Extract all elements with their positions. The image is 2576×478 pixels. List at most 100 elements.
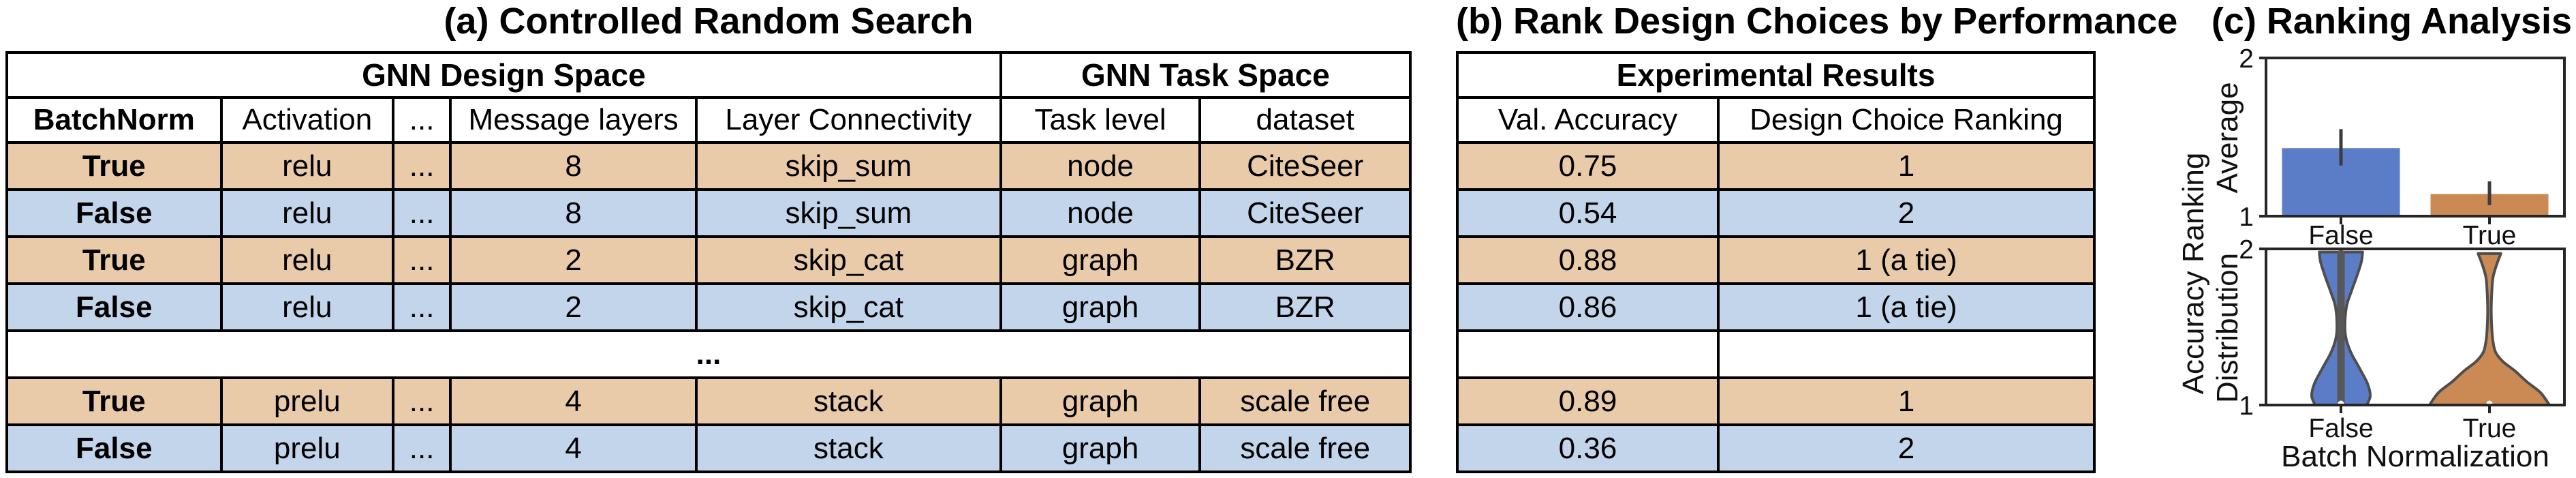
table-cell: prelu (219, 423, 395, 473)
gnn-design-space-table: GNN Design Space GNN Task Space BatchNor… (5, 51, 1412, 473)
table-cell: True (5, 376, 223, 426)
ranking-analysis-charts: 2 1 False True 2 1 False True Batch Norm… (2239, 44, 2566, 473)
table-cell: 8 (449, 141, 698, 191)
table-cell: BZR (1198, 282, 1412, 332)
table-cell: 2 (1717, 188, 2096, 238)
table-cell: skip_cat (694, 282, 1002, 332)
table-cell: 8 (449, 188, 698, 238)
table-row: BatchNorm Activation ... Message layers … (5, 96, 1412, 144)
y-tick-label: 2 (2239, 44, 2254, 74)
column-header-cell: Layer Connectivity (694, 96, 1002, 144)
table-cell: 0.88 (1456, 235, 1720, 285)
panel-a-title: (a) Controlled Random Search (444, 1, 974, 42)
table-row (1456, 329, 2096, 379)
violin-chart-frame (2265, 248, 2566, 406)
group-header-cell: GNN Design Space (5, 51, 1002, 99)
table-cell: 1 (1717, 141, 2096, 191)
table-cell: relu (219, 141, 395, 191)
y-tick-label: 1 (2239, 203, 2254, 232)
table-cell: graph (999, 423, 1202, 473)
table-cell: ... (392, 188, 452, 238)
group-header-cell: Experimental Results (1456, 51, 2096, 99)
table-cell: relu (219, 235, 395, 285)
table-cell: 0.54 (1456, 188, 1720, 238)
x-axis-label: Batch Normalization (2281, 440, 2549, 473)
table-cell: False (5, 423, 223, 473)
column-header-cell: Val. Accuracy (1456, 96, 1720, 144)
table-cell: ... (392, 423, 452, 473)
x-tick-label: False (2308, 414, 2373, 443)
table-cell: ... (392, 376, 452, 426)
x-tick-label: True (2463, 221, 2517, 250)
table-cell: ... (392, 141, 452, 191)
table-cell: True (5, 141, 223, 191)
axis-tick-marks (2259, 57, 2491, 413)
table-cell: 1 (a tie) (1717, 282, 2096, 332)
table-cell: 0.36 (1456, 423, 1720, 473)
column-header-cell: Message layers (449, 96, 698, 144)
table-row: GNN Design Space GNN Task Space (5, 51, 1412, 99)
y-tick-label: 1 (2239, 391, 2254, 421)
table-cell: scale free (1198, 376, 1412, 426)
table-cell: ... (392, 282, 452, 332)
column-header-cell: Activation (219, 96, 395, 144)
table-row: Val. Accuracy Design Choice Ranking (1456, 96, 2096, 144)
panel-b-title: (b) Rank Design Choices by Performance (1456, 1, 2178, 42)
table-cell: 2 (1717, 423, 2096, 473)
table-cell: 1 (a tie) (1717, 235, 2096, 285)
column-header-cell: dataset (1198, 96, 1412, 144)
table-cell: node (999, 188, 1202, 238)
table-cell: skip_cat (694, 235, 1002, 285)
violin-true (2428, 252, 2551, 406)
column-header-cell: ... (392, 96, 452, 144)
violin-inner-bar-false (2337, 250, 2345, 405)
violin-chart-series (2310, 250, 2551, 407)
table-cell: graph (999, 282, 1202, 332)
table-cell: CiteSeer (1198, 141, 1412, 191)
table-cell: relu (219, 188, 395, 238)
bar-chart-series (2282, 129, 2549, 216)
table-cell: skip_sum (694, 141, 1002, 191)
table-row: Experimental Results (1456, 51, 2096, 99)
table-cell: stack (694, 423, 1002, 473)
table-cell: False (5, 282, 223, 332)
table-cell: stack (694, 376, 1002, 426)
table-cell: 4 (449, 376, 698, 426)
table-cell: 0.89 (1456, 376, 1720, 426)
table-cell: node (999, 141, 1202, 191)
bar-chart-frame (2265, 57, 2566, 218)
table-cell: ... (392, 235, 452, 285)
table-cell: relu (219, 282, 395, 332)
table-cell: 4 (449, 423, 698, 473)
table-cell: ... (5, 329, 1412, 379)
table-cell: BZR (1198, 235, 1412, 285)
table-cell: scale free (1198, 423, 1412, 473)
column-header-cell: Design Choice Ranking (1717, 96, 2096, 144)
column-header-cell: Task level (999, 96, 1202, 144)
table-cell: 2 (449, 282, 698, 332)
column-header-cell: BatchNorm (5, 96, 223, 144)
x-tick-label: True (2463, 414, 2517, 443)
table-cell: 0.86 (1456, 282, 1720, 332)
table-cell: 0.75 (1456, 141, 1720, 191)
table-cell: graph (999, 235, 1202, 285)
panel-c-title: (c) Ranking Analysis (2211, 1, 2573, 42)
table-cell: False (5, 188, 223, 238)
table-cell: skip_sum (694, 188, 1002, 238)
table-cell (1456, 329, 1720, 379)
group-header-cell: GNN Task Space (999, 51, 1412, 99)
table-cell: graph (999, 376, 1202, 426)
table-row: ... (5, 329, 1412, 379)
